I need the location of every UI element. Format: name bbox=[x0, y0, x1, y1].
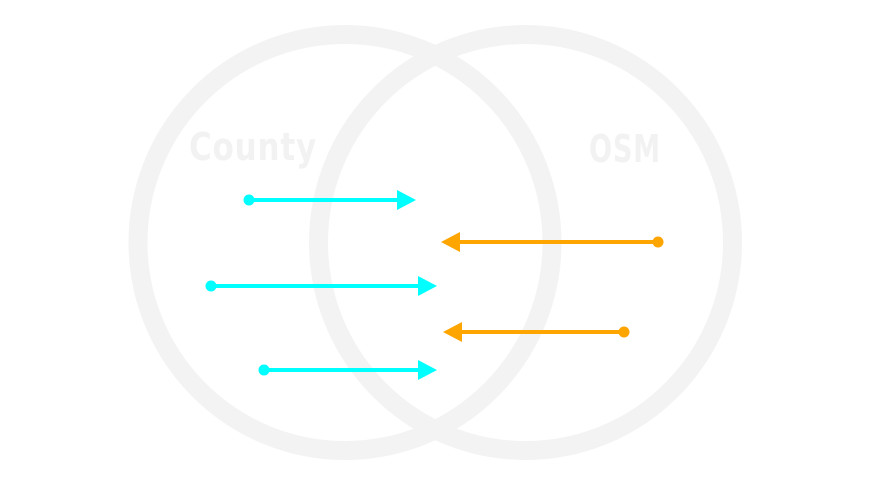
osm-arrow bbox=[443, 322, 630, 342]
county-arrow bbox=[243, 190, 416, 210]
arrow-origin-dot bbox=[652, 236, 664, 248]
arrowhead-right-icon bbox=[418, 360, 437, 380]
arrow-origin-dot bbox=[243, 194, 255, 206]
arrowhead-right-icon bbox=[397, 190, 416, 210]
county-arrow bbox=[258, 360, 437, 380]
osm-set-ring bbox=[309, 25, 742, 460]
arrowhead-left-icon bbox=[443, 322, 462, 342]
osm-arrow bbox=[441, 232, 664, 252]
arrowhead-left-icon bbox=[441, 232, 460, 252]
arrow-origin-dot bbox=[618, 326, 630, 338]
county-set-label: County bbox=[189, 125, 317, 169]
county-arrow bbox=[205, 276, 437, 296]
arrowhead-right-icon bbox=[418, 276, 437, 296]
arrow-origin-dot bbox=[205, 280, 217, 292]
arrow-origin-dot bbox=[258, 364, 270, 376]
osm-set-label: OSM bbox=[589, 127, 661, 171]
arrows-group bbox=[205, 190, 664, 380]
